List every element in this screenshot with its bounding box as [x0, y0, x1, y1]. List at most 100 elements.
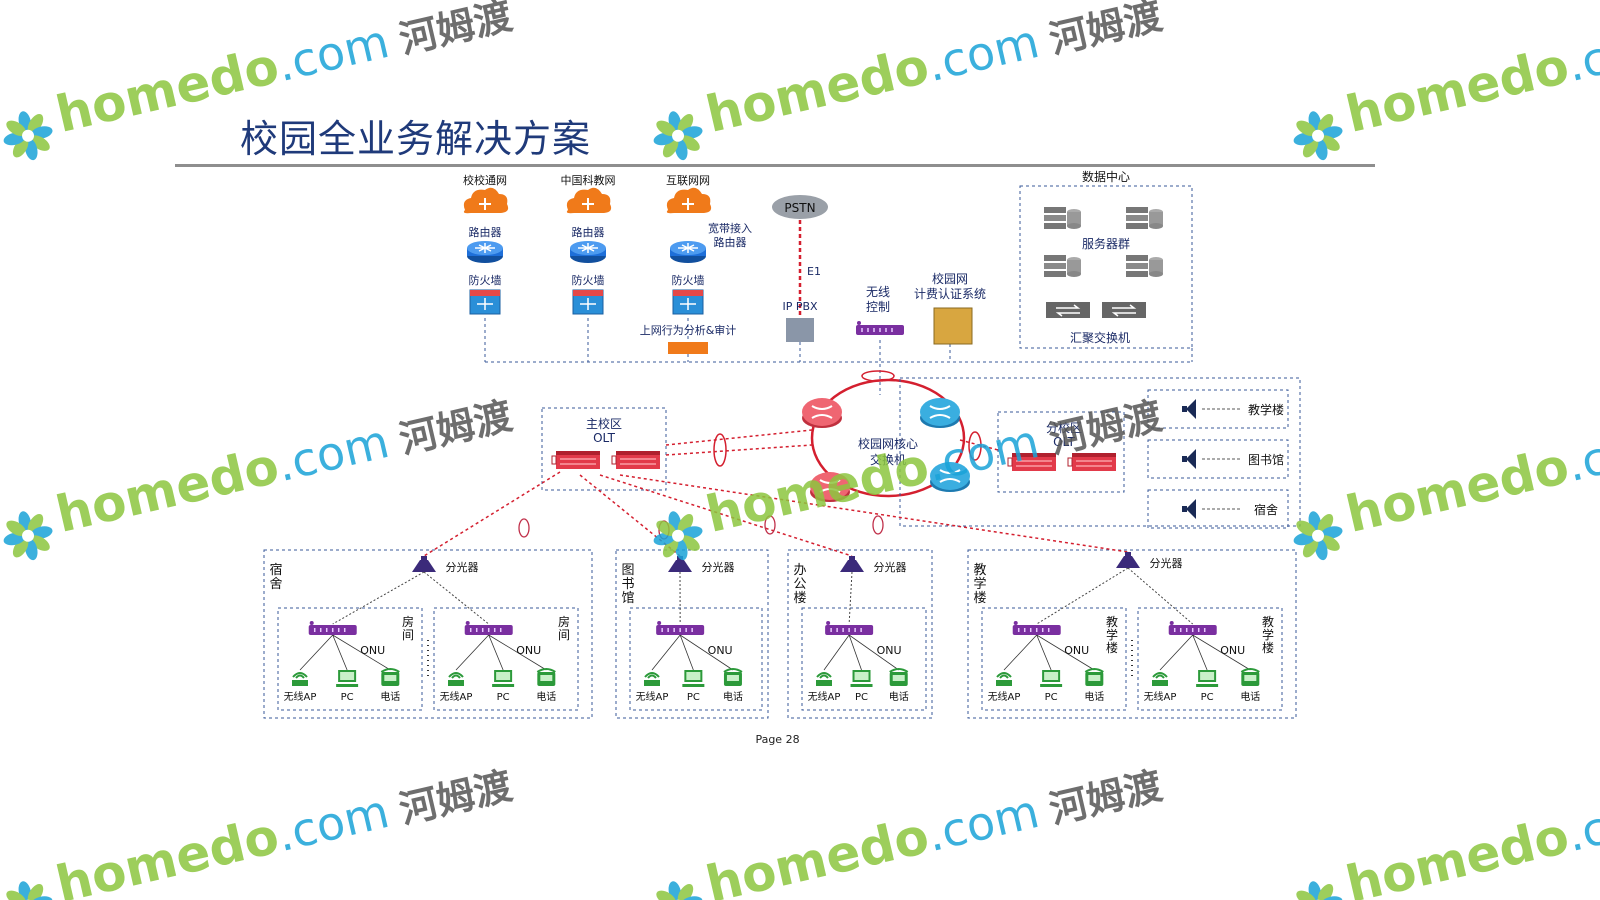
firewall-label: 防火墙 — [572, 273, 605, 287]
splitter-onu-link — [1127, 567, 1194, 625]
olt-splitter-link — [619, 474, 1129, 553]
end-device-label: PC — [1045, 692, 1058, 703]
network-label: 校校通网 — [463, 173, 507, 187]
page-title: 校园全业务解决方案 — [240, 117, 592, 161]
audit-device-icon — [668, 342, 708, 354]
onu-device-link — [1036, 634, 1095, 671]
onu-device-link — [1036, 634, 1052, 671]
unit-label: 学 — [1262, 627, 1274, 642]
wireless-controller-icon — [855, 320, 905, 336]
cloud-icon — [665, 186, 713, 215]
router-icon — [669, 240, 707, 264]
pstn-cloud-icon — [772, 195, 828, 219]
zone-label: 书 — [621, 577, 634, 592]
branch-olt-icon — [1067, 452, 1117, 472]
main-olt-label: OLT — [593, 431, 615, 445]
wireless-ap-icon — [1151, 672, 1169, 687]
network-label: 互联网网 — [666, 174, 710, 187]
pc-icon — [1040, 670, 1063, 687]
splitter-icon — [412, 556, 436, 572]
splitter-onu-link — [332, 571, 425, 625]
main-olt-icon — [611, 450, 661, 470]
pc-icon — [492, 670, 515, 687]
zone-label: 教 — [973, 562, 986, 578]
onu-device-link — [679, 634, 694, 671]
bundle-ring — [968, 431, 982, 461]
branch-olt-icon — [1007, 452, 1057, 472]
end-device-label: 无线AP — [808, 690, 841, 703]
firewall-label: 防火墙 — [469, 273, 502, 287]
core-switch-icon — [801, 397, 843, 429]
pc-icon — [850, 670, 873, 687]
splitter-label: 分光器 — [874, 560, 907, 574]
onu-device-link — [299, 634, 334, 671]
core-switch-label: 交换机 — [870, 452, 906, 467]
pc-icon — [1196, 670, 1219, 687]
onu-label: ONU — [877, 644, 902, 657]
olt-core-link — [665, 429, 813, 446]
zone-box — [967, 549, 1297, 719]
end-device-label: 电话 — [536, 690, 556, 703]
onu-device-link — [848, 634, 899, 671]
onu-device-link — [651, 634, 681, 671]
onu-device-link — [488, 634, 547, 671]
splitter-icon — [840, 556, 864, 572]
onu-device-link — [1159, 634, 1194, 671]
aggregation-switch-icon — [1045, 301, 1091, 319]
firewall-icon — [469, 289, 501, 315]
main-olt-box — [541, 407, 667, 491]
server-icon — [1126, 255, 1163, 277]
olt-splitter-link — [599, 474, 853, 557]
pstn-label: PSTN — [784, 201, 815, 215]
olt-splitter-link — [423, 471, 561, 557]
branch-olt-label: OLT — [1053, 435, 1075, 449]
firewall-label: 防火墙 — [672, 273, 705, 287]
core-switch-label: 校园网核心 — [858, 436, 918, 451]
end-device-label: 电话 — [1240, 690, 1260, 703]
links-layer — [263, 185, 1301, 719]
splitter-label: 分光器 — [1150, 556, 1183, 570]
branch-olt-label: 分校区 — [1046, 420, 1082, 435]
aggregation-label: 汇聚交换机 — [1070, 330, 1130, 345]
onu-label: ONU — [1220, 644, 1245, 657]
branch-building-box — [1147, 389, 1289, 429]
datacenter-label: 数据中心 — [1082, 169, 1130, 184]
bundle-ring — [518, 518, 530, 538]
ippbx-label: IP PBX — [782, 300, 818, 313]
bundle-ring — [713, 433, 727, 467]
router-label: 路由器 — [469, 225, 502, 239]
splitter-onu-link — [423, 571, 490, 625]
end-device-label: 电话 — [723, 690, 743, 703]
onu-icon — [463, 620, 514, 636]
wireless-ap-icon — [995, 672, 1013, 687]
splitter-icon — [668, 556, 692, 572]
wireless-ap-icon — [643, 672, 661, 687]
end-device-label: PC — [341, 692, 354, 703]
splitter-icon — [1116, 552, 1140, 568]
onu-icon — [1011, 620, 1062, 636]
onu-label: ONU — [1064, 644, 1089, 657]
zone-box — [615, 549, 769, 719]
onu-device-link — [679, 634, 734, 671]
unit-box — [981, 607, 1127, 711]
core-branch-link — [959, 439, 999, 451]
bundle-ring — [872, 515, 884, 535]
end-device-label: 电话 — [1084, 690, 1104, 703]
router-label: 路由器 — [714, 235, 747, 249]
phone-icon — [888, 668, 909, 687]
wireless-ap-icon — [291, 672, 309, 687]
audit-label: 上网行为分析&审计 — [640, 323, 737, 337]
onu-label: ONU — [360, 644, 385, 657]
core-ring — [810, 378, 966, 498]
router-icon — [466, 240, 504, 264]
splitter-onu-link — [848, 571, 853, 625]
unit-label: 间 — [402, 628, 414, 642]
bundle-ring — [764, 515, 776, 535]
labels-layer: 校校通网路由器防火墙中国科教网路由器防火墙互联网网宽带接入路由器防火墙上网行为分… — [269, 169, 1284, 703]
onu-device-link — [1003, 634, 1038, 671]
phone-icon — [380, 668, 401, 687]
page-number: Page 28 — [755, 733, 800, 746]
router-label: 路由器 — [572, 225, 605, 239]
zone-box — [263, 549, 593, 719]
